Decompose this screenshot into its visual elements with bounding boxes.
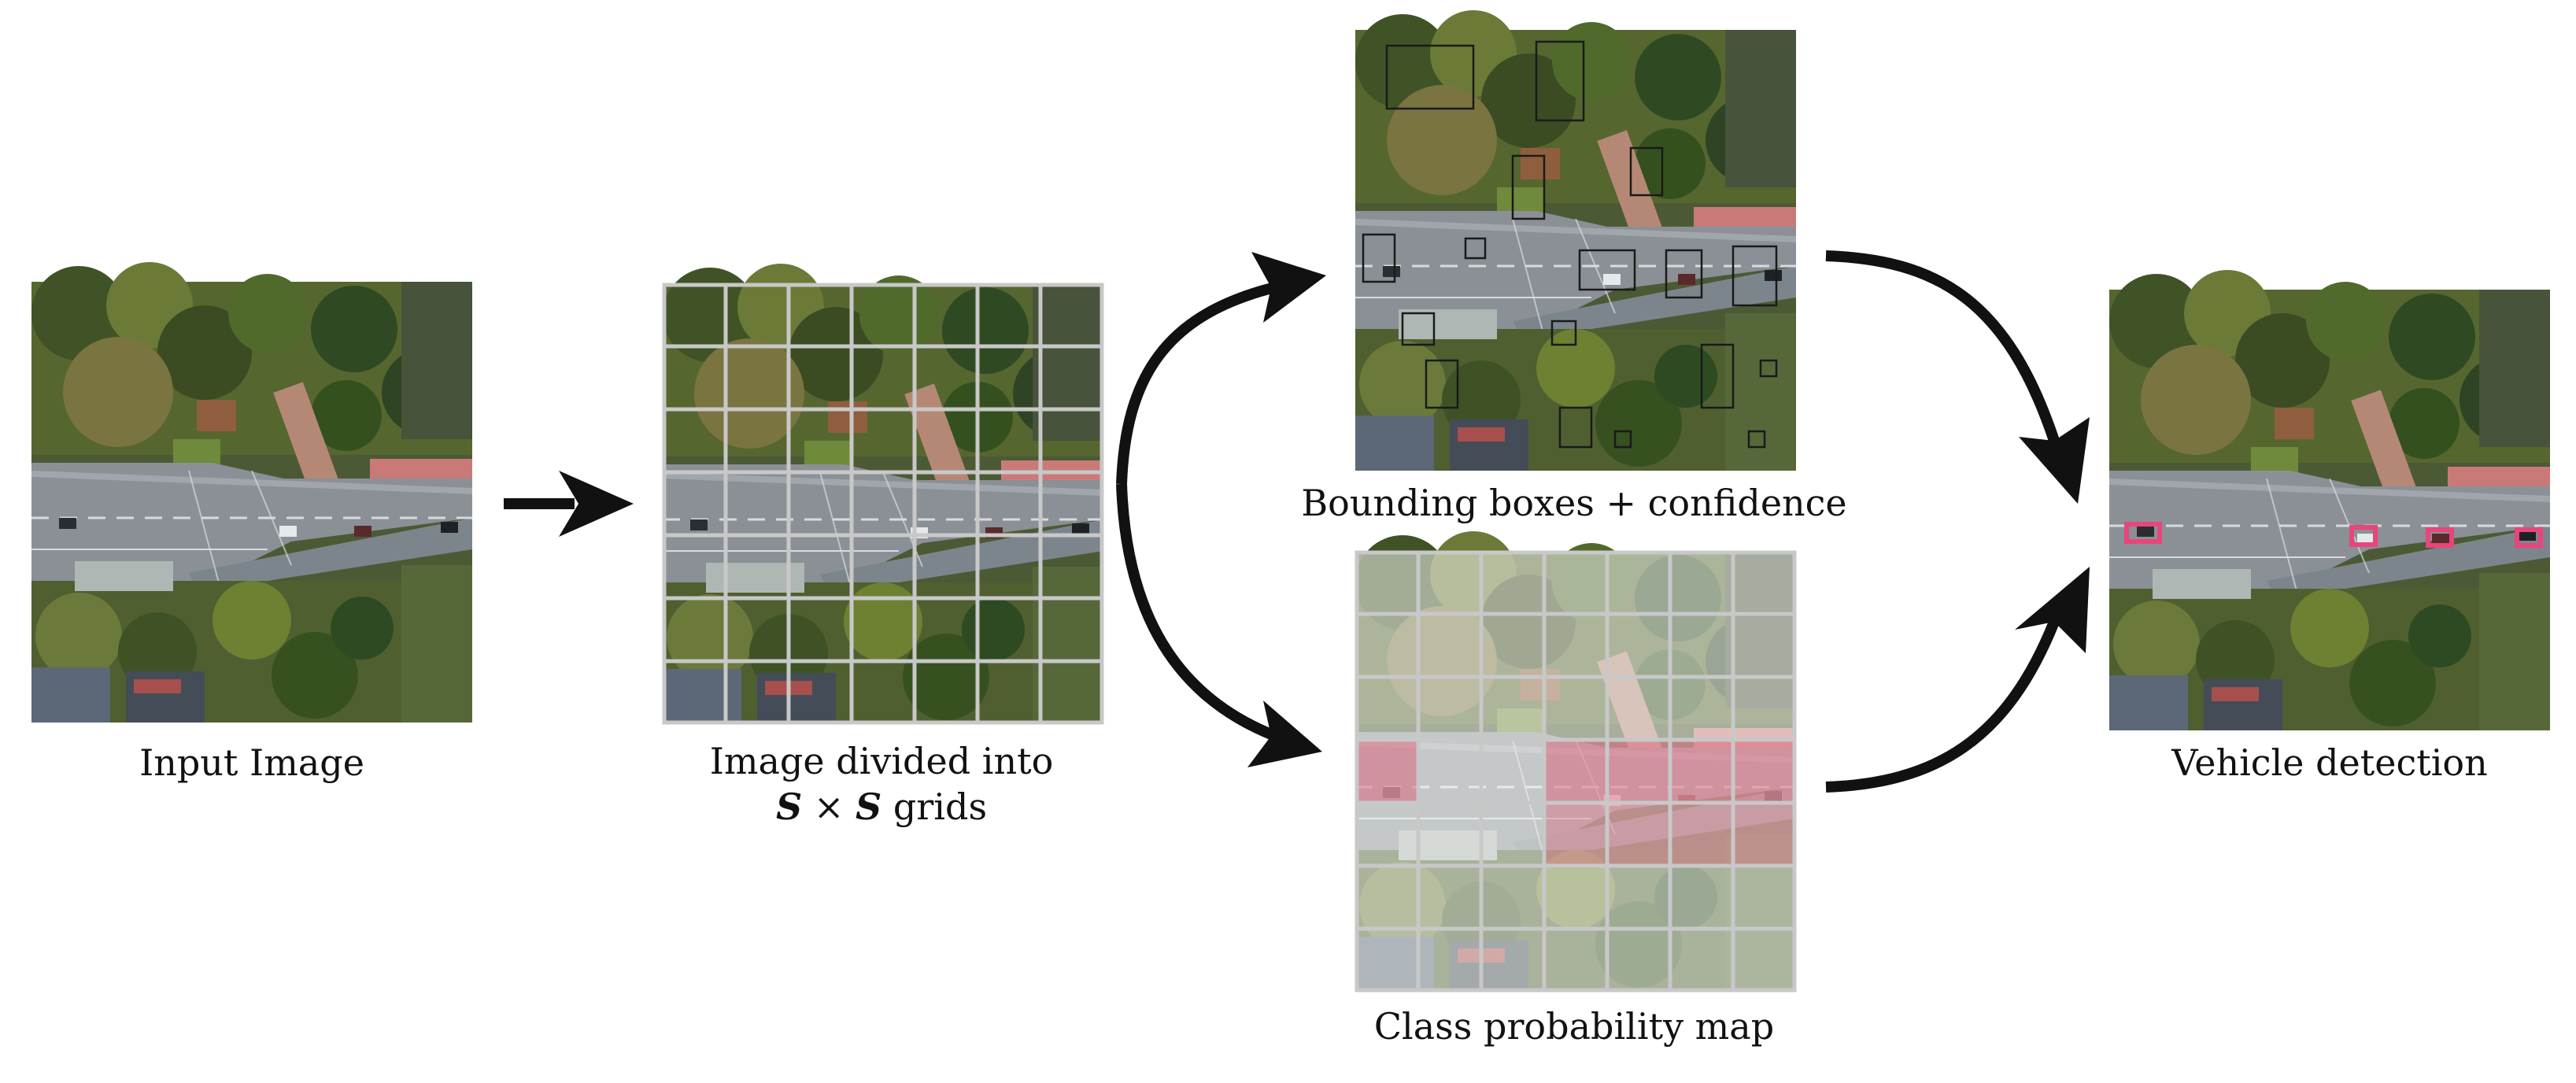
classmap-image — [1355, 530, 1796, 992]
output-image — [2108, 268, 2552, 732]
grid-caption-s2: S — [855, 785, 882, 828]
output-caption: Vehicle detection — [2171, 741, 2488, 784]
arrow-input-to-grid — [504, 471, 634, 537]
class-region-left — [1355, 740, 1418, 803]
grid-caption-times: × — [813, 785, 844, 828]
grid-caption: Image divided into S × S grids — [645, 738, 1118, 830]
classmap-caption: Class probability map — [1373, 1005, 1775, 1048]
vehicle-boxes — [2124, 522, 2543, 548]
grid-image — [663, 262, 1103, 724]
input-image — [30, 261, 474, 724]
candidate-boxes — [1362, 40, 1778, 449]
bbox-image — [1354, 9, 1798, 472]
arrow-bbox-to-output — [1825, 250, 2090, 504]
arrow-grid-to-bbox — [1116, 252, 1326, 485]
bbox-caption: Bounding boxes + confidence — [1301, 482, 1847, 524]
arrow-classmap-to-output — [1825, 567, 2090, 793]
grid-caption-line2: S × S grids — [645, 784, 1118, 830]
input-caption: Input Image — [139, 741, 364, 784]
arrow-grid-to-classmap — [1116, 483, 1322, 767]
grid-caption-line1: Image divided into — [709, 740, 1054, 782]
grid-caption-s1: S — [775, 785, 803, 828]
grid-caption-suffix: grids — [893, 785, 988, 828]
